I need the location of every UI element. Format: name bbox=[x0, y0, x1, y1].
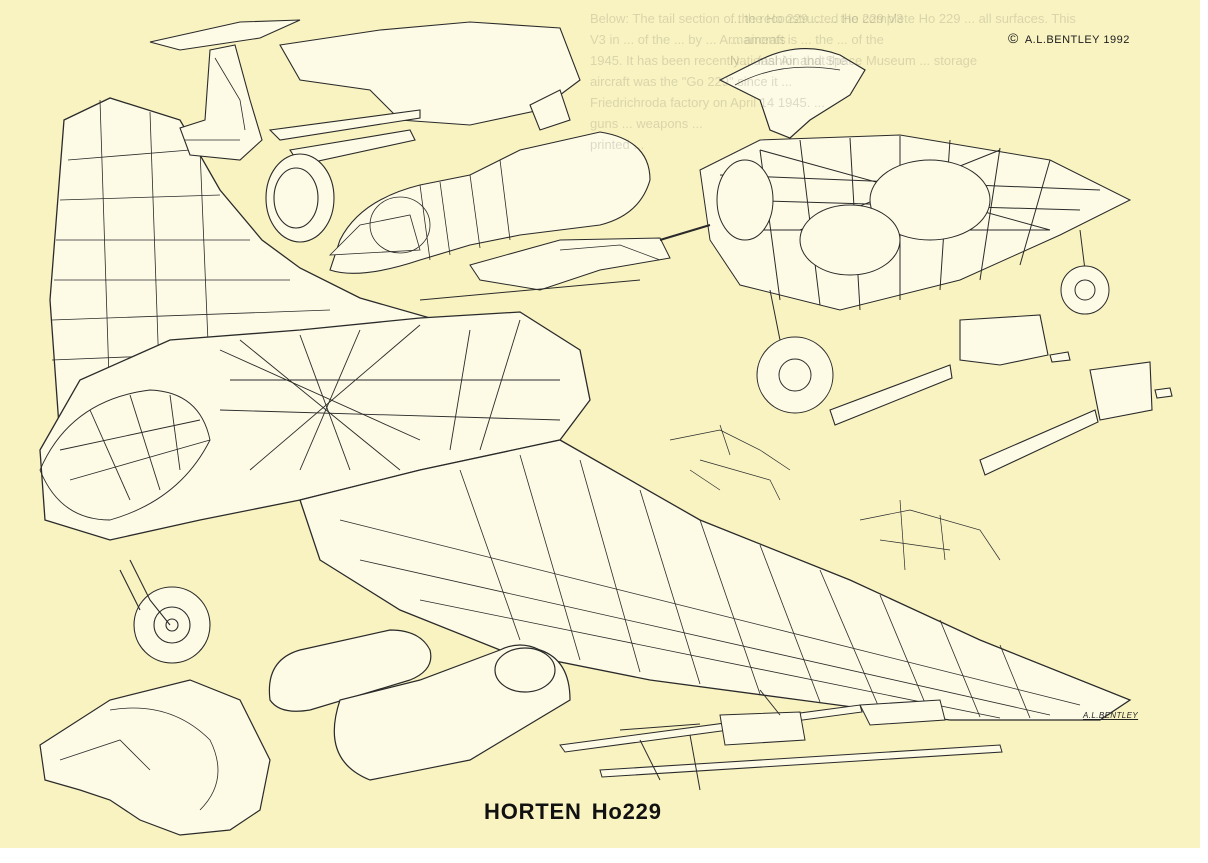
bleed-through-line: printed ... bbox=[590, 137, 645, 152]
cowling-panels bbox=[149, 19, 581, 166]
bleed-through-line: ... the Ho 229 ... ... the complete Ho 2… bbox=[730, 11, 1076, 26]
cannon bbox=[829, 314, 1173, 476]
drawing-plate: Below: The tail section of the reconstru… bbox=[0, 0, 1200, 848]
bleed-through-line: Below: The tail section of the reconstru… bbox=[590, 11, 904, 26]
bleed-through-line: Friedrichroda factory on April 14 1945. … bbox=[590, 95, 825, 110]
control-linkage bbox=[559, 689, 1003, 791]
diagram-title: HORTEN Ho229 bbox=[484, 799, 662, 825]
bleed-through-line: aircraft was the "Go 229" since it ... bbox=[590, 74, 793, 89]
bleed-through-line: V3 in ... of the ... by ... Armaments bbox=[590, 32, 786, 47]
artist-signature: A.L.BENTLEY bbox=[1083, 711, 1139, 720]
canopy bbox=[718, 48, 866, 139]
bleed-through-line: National Air and Space Museum ... storag… bbox=[730, 53, 978, 68]
nose-section bbox=[39, 679, 271, 836]
bleed-through-line: guns ... weapons ... bbox=[590, 116, 703, 131]
bleed-through-line: ... aircraft is ... the ... of the bbox=[730, 32, 884, 47]
copyright-notice: © A.L.BENTLEY 1992 bbox=[1008, 30, 1130, 46]
jet-engine bbox=[328, 131, 651, 274]
bleed-through-text-left: Below: The tail section of the reconstru… bbox=[590, 8, 1010, 155]
copyright-text: A.L.BENTLEY 1992 bbox=[1024, 34, 1130, 46]
bleed-through-line: 1945. It has been recently ... fashion t… bbox=[590, 53, 847, 68]
copyright-symbol: © bbox=[1008, 30, 1019, 46]
bleed-through-text-top: ... the Ho 229 ... ... the complete Ho 2… bbox=[730, 8, 1170, 71]
title-main: HORTEN bbox=[484, 799, 582, 824]
pilot-seat bbox=[179, 44, 263, 161]
title-model: Ho229 bbox=[591, 799, 662, 824]
control-rigging-sketch bbox=[669, 424, 1001, 571]
center-frame bbox=[659, 134, 1132, 414]
drop-tank bbox=[268, 629, 571, 781]
engine-ring bbox=[265, 153, 335, 243]
cutaway-drawing bbox=[0, 0, 1200, 848]
underbody-panels bbox=[419, 237, 671, 301]
